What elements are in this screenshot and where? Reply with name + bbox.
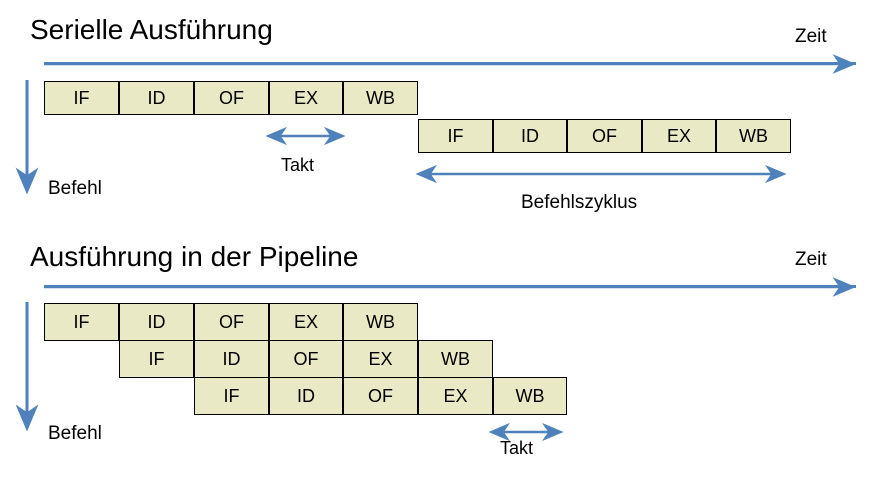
stage-cell: IF (44, 81, 119, 115)
stage-cell: WB (343, 303, 418, 341)
stage-cell: OF (194, 81, 269, 115)
instruction-axis-label-2: Befehl (48, 423, 102, 444)
time-axis-label-2: Zeit (795, 249, 827, 270)
stage-cell: OF (269, 340, 343, 378)
stage-cell: WB (418, 340, 493, 378)
clock-label-2: Takt (500, 438, 534, 458)
stage-cell: OF (343, 377, 418, 415)
title-underline-2 (44, 285, 856, 288)
instruction-axis-label-1: Befehl (48, 178, 102, 199)
stage-cell: ID (119, 81, 194, 115)
stage-cell: OF (194, 303, 269, 341)
stage-cell: WB (493, 377, 567, 415)
time-axis-label-1: Zeit (795, 26, 827, 47)
stage-cell: IF (194, 377, 269, 415)
stage-cell: EX (418, 377, 493, 415)
stage-cell: EX (269, 81, 343, 115)
stage-cell: IF (119, 340, 194, 378)
stage-cell: WB (343, 81, 418, 115)
stage-cell: ID (269, 377, 343, 415)
stage-cell: WB (716, 119, 791, 153)
stage-cell: ID (194, 340, 269, 378)
stage-cell: EX (642, 119, 716, 153)
stage-cell: IF (418, 119, 493, 153)
instruction-cycle-label: Befehlszyklus (521, 192, 638, 213)
stage-cell: EX (343, 340, 418, 378)
diagram-title-pipeline: Ausführung in der Pipeline (30, 241, 359, 272)
stage-cell: ID (119, 303, 194, 341)
stage-cell: EX (269, 303, 343, 341)
stage-cell: ID (493, 119, 567, 153)
title-underline-1 (44, 62, 856, 65)
stage-cell: OF (567, 119, 642, 153)
diagram-title-serial: Serielle Ausführung (30, 14, 273, 45)
clock-label-1: Takt (281, 155, 315, 175)
stage-cell: IF (44, 303, 119, 341)
